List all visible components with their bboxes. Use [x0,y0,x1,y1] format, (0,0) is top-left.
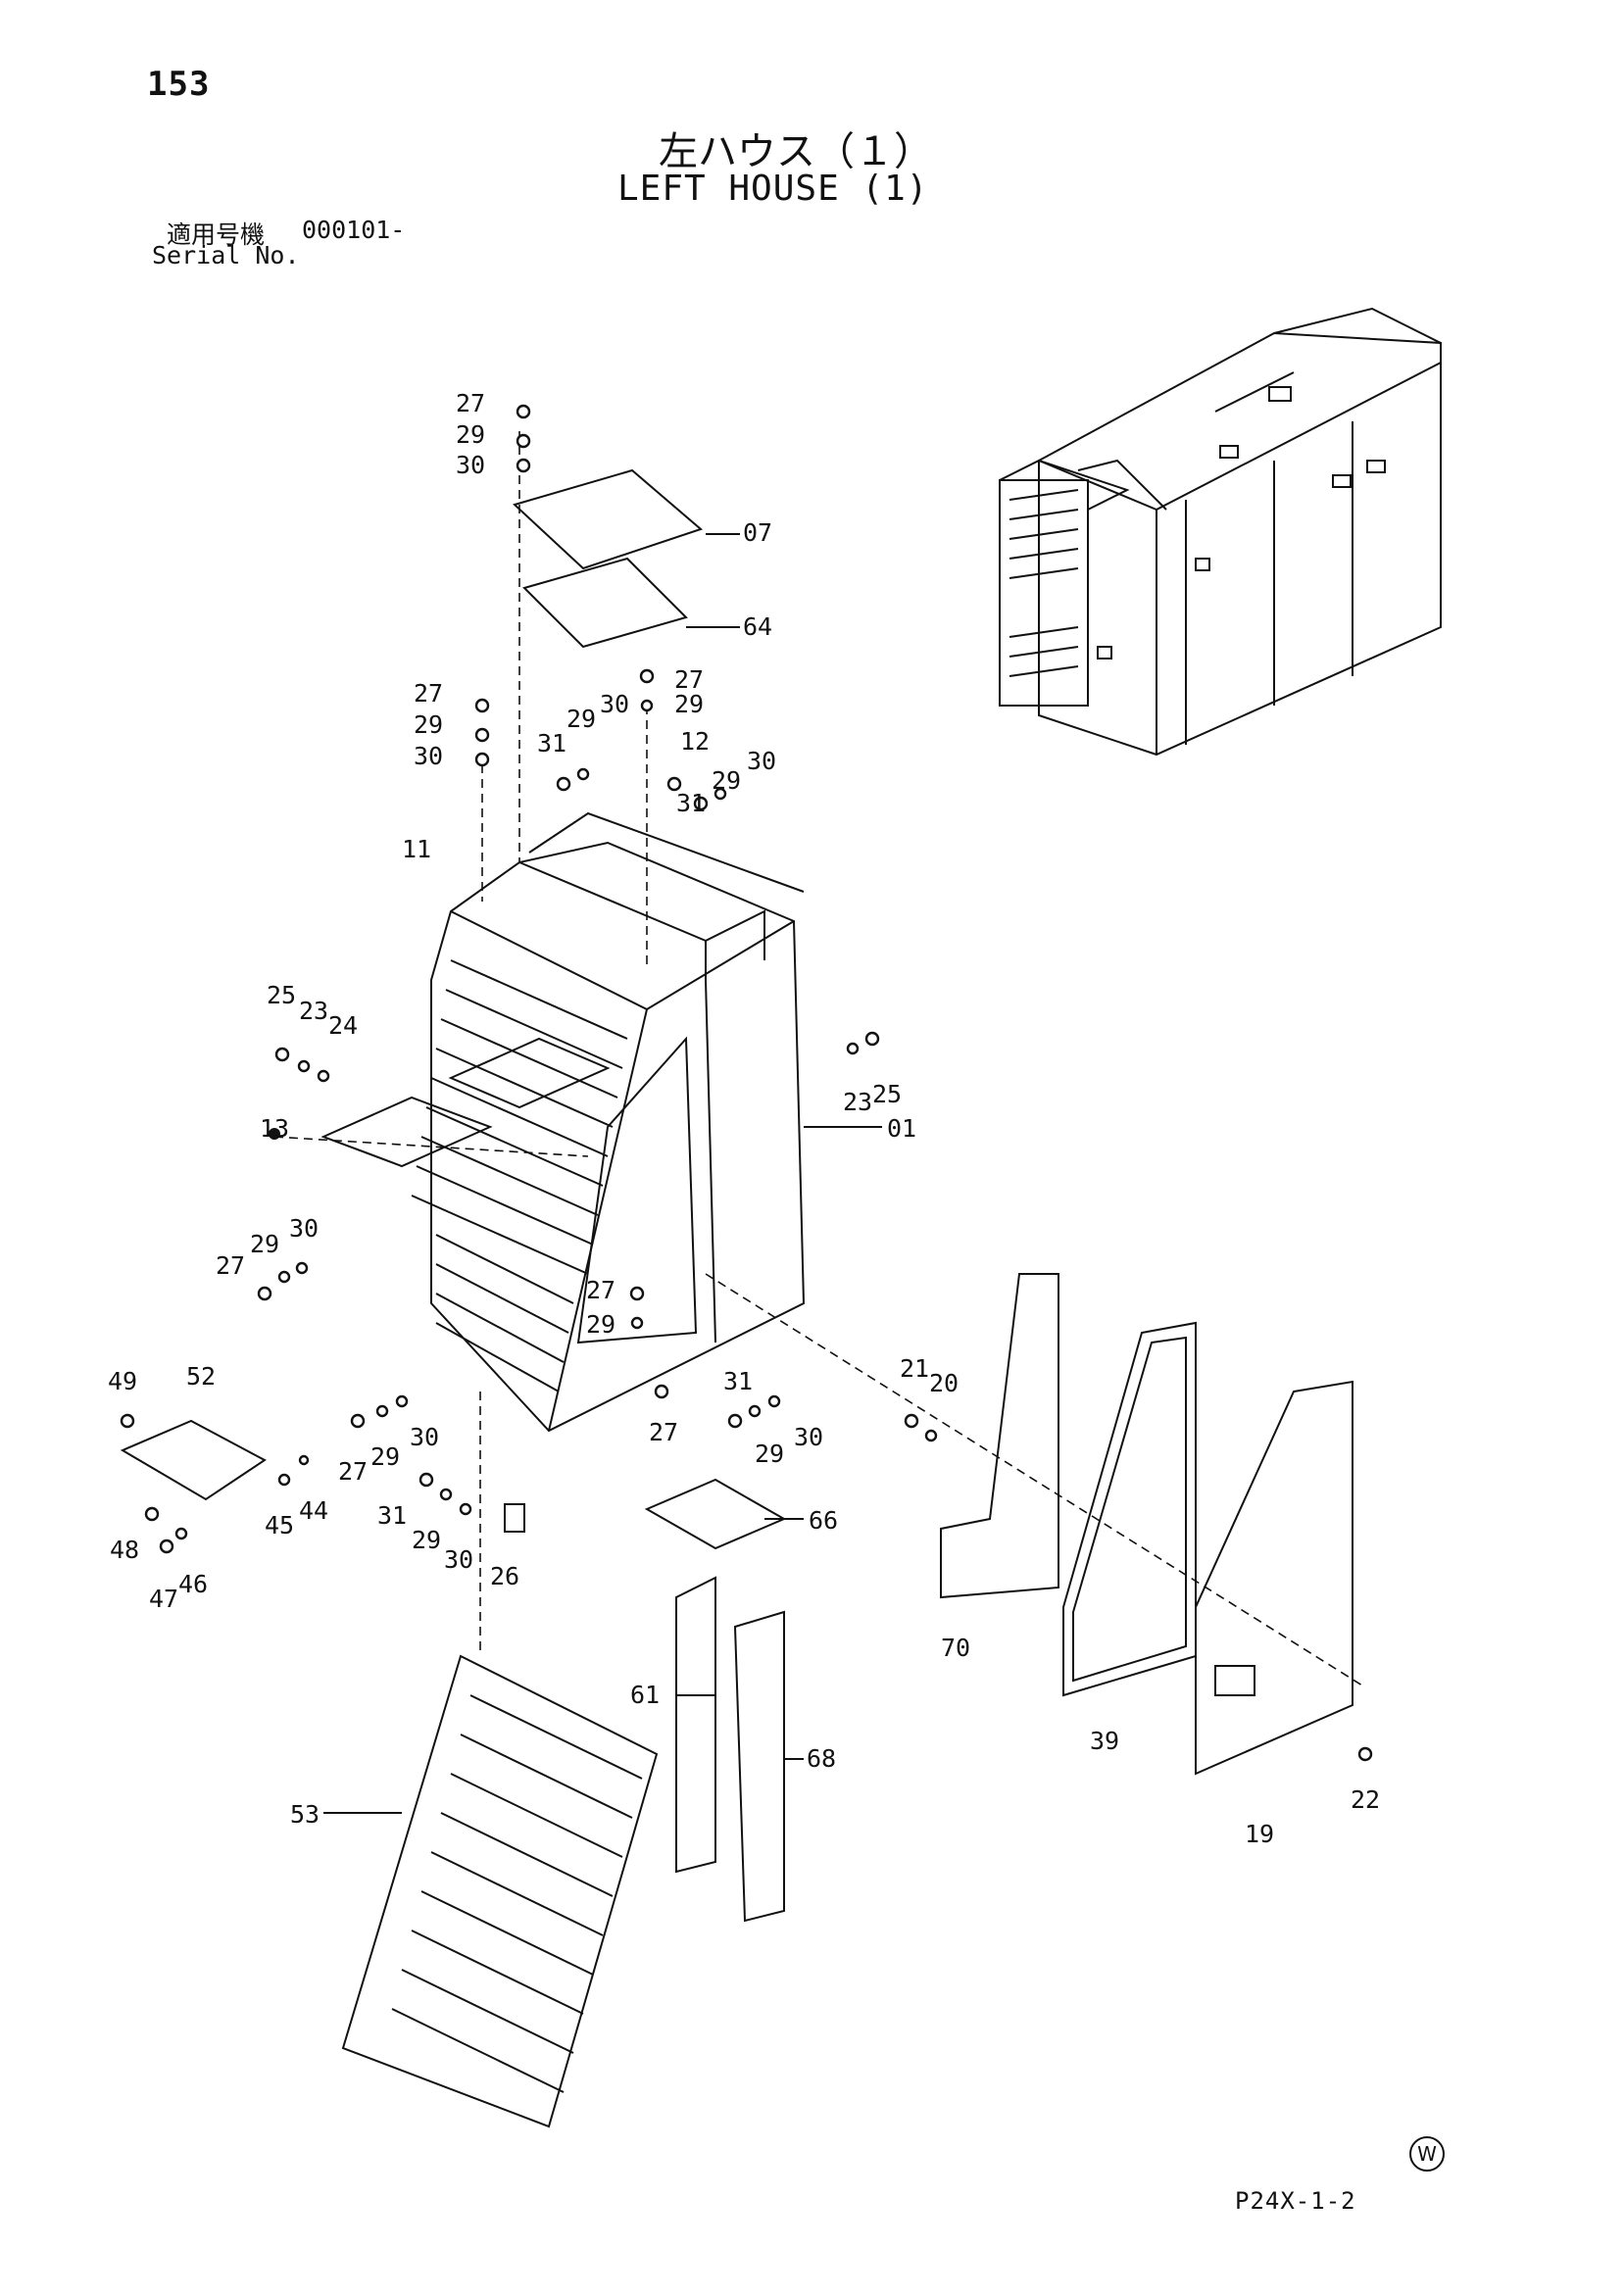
step-52 [120,1419,267,1501]
callout-label: 29 [674,690,704,718]
callout-label: 29 [370,1442,400,1471]
callout-label: 27 [649,1418,678,1446]
ladder-53 [341,1654,659,2128]
callout-label: 47 [149,1585,178,1613]
callout-label: 68 [807,1744,836,1773]
callout-label: 23 [843,1088,872,1116]
top-cover-07 [513,468,703,570]
callout-label: 30 [444,1545,473,1574]
callout-label: 30 [410,1423,439,1451]
callout-label: 25 [267,981,296,1009]
callout-label: 53 [290,1800,320,1829]
callout-label: 29 [755,1440,784,1468]
callout-label: 07 [743,518,772,547]
leader-lines [323,533,882,1814]
fasteners [120,404,1373,1762]
callout-label: 27 [456,389,485,417]
seal-68 [733,1610,785,1923]
callout-label: 46 [178,1570,208,1598]
callout-label: 30 [456,451,485,479]
callout-label: 31 [537,729,566,757]
callout-label: 44 [299,1496,328,1525]
callout-label: 21 [900,1354,929,1383]
callout-label: 11 [402,835,431,863]
callout-label: 22 [1351,1785,1380,1814]
page-number: 153 [147,65,211,104]
callout-label: 23 [299,997,328,1025]
callout-label: 29 [586,1310,615,1339]
callout-label: 12 [680,727,710,756]
callout-label: 27 [216,1251,245,1280]
callout-label: 01 [887,1114,916,1143]
callout-label: 30 [414,742,443,770]
callout-label: 64 [743,612,772,641]
callout-label: 25 [872,1080,902,1108]
callout-label: 30 [600,690,629,718]
machine-overview-illustration [999,307,1442,757]
page-title: LEFT HOUSE (1) [617,169,929,209]
callout-label: 45 [265,1511,294,1539]
callout-label: 39 [1090,1727,1119,1755]
callout-label: 31 [676,789,706,817]
seal-61 [675,1576,716,1874]
serial-number-value: 000101- [302,216,406,244]
callout-label: 29 [412,1526,441,1554]
callout-label: 70 [941,1634,970,1662]
centerline [273,1136,589,1157]
callout-label: 27 [586,1276,615,1304]
callout-label: 27 [414,679,443,708]
callout-label: 29 [566,705,596,733]
w-mark-badge: W [1409,2136,1445,2172]
callout-label: 30 [794,1423,823,1451]
callout-label: 31 [723,1367,753,1395]
cover-66 [644,1478,787,1550]
gasket-39 [1062,1321,1197,1697]
callout-label: 48 [110,1536,139,1564]
callout-label: 27 [674,665,704,694]
callout-label: 29 [712,766,741,795]
callout-label: 66 [809,1506,838,1535]
callout-label: 20 [929,1369,959,1397]
serial-label: Serial No. [152,241,300,269]
callout-label: 13 [260,1114,289,1143]
left-house-frame [320,811,806,1433]
callout-label: 52 [186,1362,216,1391]
callout-label: 30 [747,747,776,775]
drawing-code: P24X-1-2 [1235,2187,1356,2215]
serial-label-japanese: 適用号機 [167,220,266,249]
callout-label: 49 [108,1367,137,1395]
callout-label: 31 [377,1501,407,1530]
callout-label: 30 [289,1214,319,1243]
panel-70 [940,1273,1059,1599]
callout-label: 19 [1245,1820,1274,1848]
part-callouts: 27 29 30 07 64 27 29 27 29 30 31 29 30 1… [108,389,1380,1848]
insulation-pad-64 [522,557,688,649]
door-19 [1195,1380,1353,1776]
callout-label: 29 [456,420,485,449]
centerline [705,1273,1363,1686]
callout-label: 26 [490,1562,519,1590]
callout-label: 29 [250,1230,279,1258]
callout-label: 27 [338,1457,368,1486]
callout-label: 24 [328,1011,358,1040]
callout-label: 29 [414,710,443,739]
page-title-japanese: 左ハウス（１） [659,129,933,174]
callout-label: 61 [630,1681,660,1709]
louver-panel [411,959,628,1392]
